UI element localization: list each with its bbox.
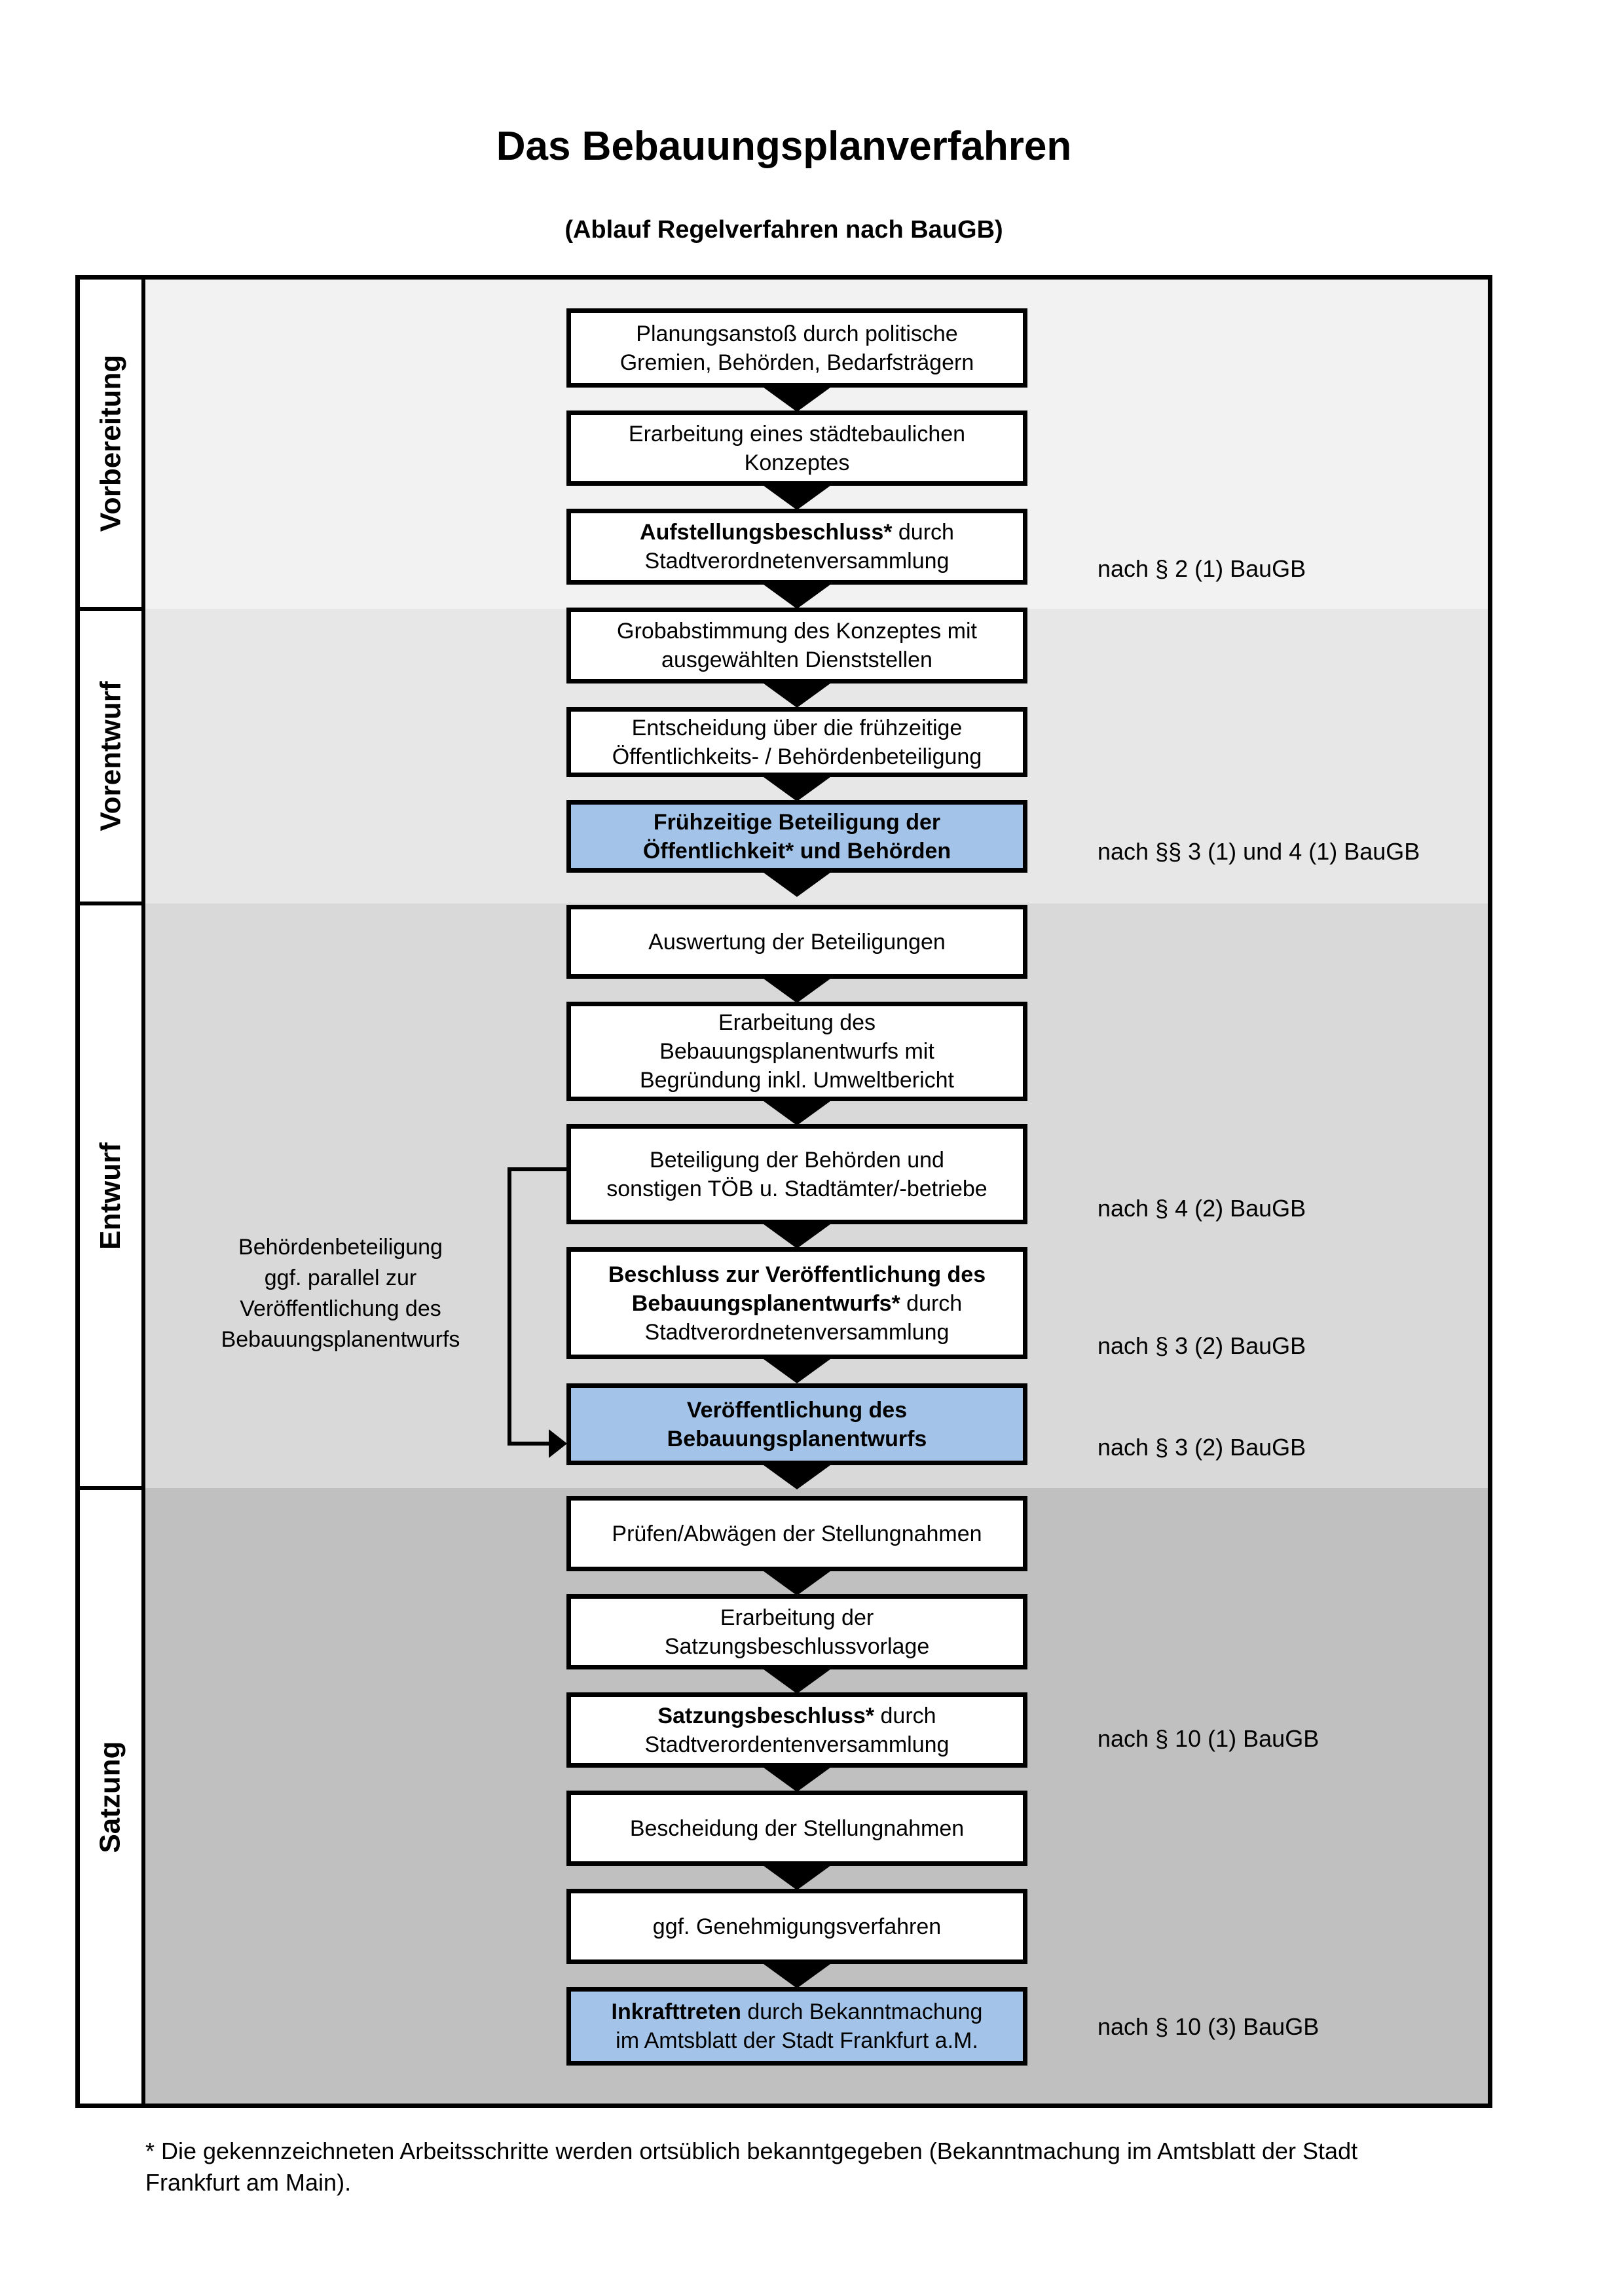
process-step-highlighted: Frühzeitige Beteiligung der Öffentlichke… <box>566 800 1027 873</box>
flow-arrow-down-icon <box>761 1099 833 1125</box>
law-reference: nach § 10 (3) BauGB <box>1098 2013 1320 2040</box>
process-step: Erarbeitung eines städtebaulichen Konzep… <box>566 410 1027 486</box>
process-step: Grobabstimmung des Konzeptes mit ausgewä… <box>566 608 1027 683</box>
phase-label-satzung: Satzung <box>94 1741 127 1853</box>
law-reference: nach § 4 (2) BauGB <box>1098 1195 1306 1222</box>
flow-arrow-down-icon <box>761 583 833 609</box>
process-step-highlighted: Veröffentlichung des Bebauungsplanentwur… <box>566 1383 1027 1465</box>
law-reference: nach §§ 3 (1) und 4 (1) BauGB <box>1098 838 1420 865</box>
flow-arrow-down-icon <box>761 1569 833 1595</box>
process-step: Beteiligung der Behörden und sonstigen T… <box>566 1124 1027 1224</box>
bracket-top-segment <box>507 1167 566 1171</box>
process-step: Auswertung der Beteiligungen <box>566 905 1027 979</box>
phase-column-divider <box>141 275 145 2108</box>
process-step: Erarbeitung der Satzungsbeschlussvorlage <box>566 1594 1027 1669</box>
footnote: * Die gekennzeichneten Arbeitsschritte w… <box>145 2138 1358 2196</box>
flow-arrow-down-icon <box>761 1864 833 1890</box>
side-note: Behördenbeteiligung ggf. parallel zur Ve… <box>221 1235 460 1352</box>
bracket-bottom-segment <box>507 1442 551 1446</box>
process-step: Entscheidung über die frühzeitige Öffent… <box>566 707 1027 777</box>
bracket-arrow-icon <box>549 1429 567 1458</box>
process-step-highlighted: Inkrafttreten durch Bekanntmachung im Am… <box>566 1987 1027 2066</box>
phase-divider-line <box>75 607 145 611</box>
flow-arrow-down-icon <box>761 1766 833 1792</box>
bracket-vertical-segment <box>507 1167 511 1446</box>
flow-arrow-down-icon <box>761 775 833 801</box>
flow-arrow-down-icon <box>761 1962 833 1988</box>
flow-arrow-down-icon <box>761 1357 833 1383</box>
flow-arrow-down-icon <box>761 871 833 897</box>
flow-arrow-down-icon <box>761 1222 833 1248</box>
law-reference: nach § 3 (2) BauGB <box>1098 1434 1306 1461</box>
law-reference: nach § 10 (1) BauGB <box>1098 1725 1320 1752</box>
process-step: ggf. Genehmigungsverfahren <box>566 1889 1027 1964</box>
process-step: Erarbeitung des Bebauungsplanentwurfs mi… <box>566 1002 1027 1101</box>
phase-divider-line <box>75 902 145 905</box>
page-subtitle: (Ablauf Regelverfahren nach BauGB) <box>564 216 1003 244</box>
process-step: Satzungsbeschluss* durch Stadtverordente… <box>566 1692 1027 1768</box>
process-step: Bescheidung der Stellungnahmen <box>566 1791 1027 1866</box>
process-step: Prüfen/Abwägen der Stellungnahmen <box>566 1496 1027 1571</box>
flow-arrow-down-icon <box>761 1667 833 1694</box>
process-step: Aufstellungsbeschluss* durch Stadtverord… <box>566 509 1027 585</box>
flow-arrow-down-icon <box>761 1463 833 1489</box>
law-reference: nach § 3 (2) BauGB <box>1098 1332 1306 1359</box>
phase-divider-line <box>75 1486 145 1490</box>
law-reference: nach § 2 (1) BauGB <box>1098 555 1306 582</box>
flow-arrow-down-icon <box>761 386 833 412</box>
phase-label-vorentwurf: Vorentwurf <box>94 681 126 831</box>
page-title: Das Bebauungsplanverfahren <box>496 124 1072 169</box>
flow-arrow-down-icon <box>761 682 833 708</box>
process-step: Planungsanstoß durch politische Gremien,… <box>566 308 1027 388</box>
flow-arrow-down-icon <box>761 484 833 510</box>
phase-column <box>80 280 141 2104</box>
flow-arrow-down-icon <box>761 977 833 1003</box>
phase-label-vorbereitung: Vorbereitung <box>94 354 126 532</box>
process-step: Beschluss zur Veröffentlichung des Bebau… <box>566 1247 1027 1359</box>
diagram-frame <box>75 275 1492 2108</box>
phase-label-entwurf: Entwurf <box>94 1142 127 1250</box>
